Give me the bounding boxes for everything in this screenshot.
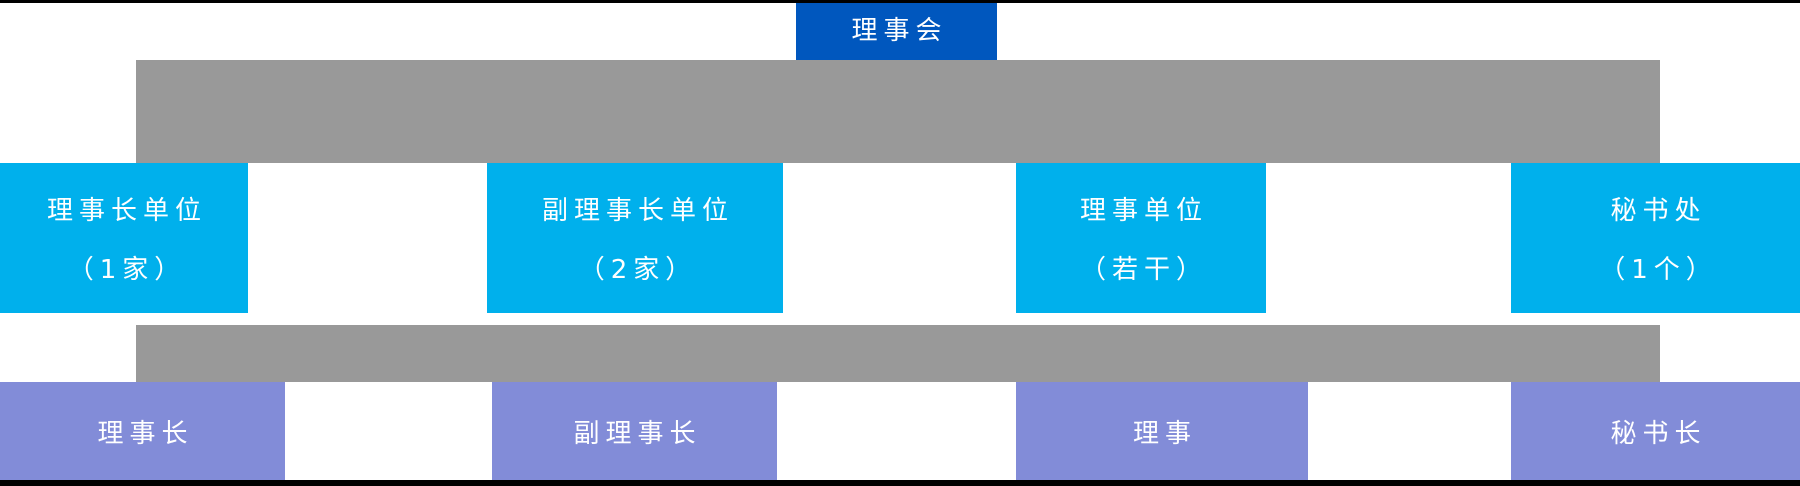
role-node-vice-chairman[interactable]: 副理事长 <box>492 382 777 480</box>
unit-node-chairman-unit[interactable]: 理事长单位 （1家） <box>0 163 248 313</box>
role-node-chairman-label: 理事长 <box>97 418 194 449</box>
unit-node-secretariat-unit-line2: （1个） <box>1599 255 1718 285</box>
role-node-secretary-general[interactable]: 秘书长 <box>1511 382 1800 480</box>
unit-node-director-unit-line2: （若干） <box>1079 255 1208 285</box>
unit-node-secretariat-unit[interactable]: 秘书处 （1个） <box>1511 163 1800 313</box>
unit-node-vice-chairman-unit[interactable]: 副理事长单位 （2家） <box>487 163 783 313</box>
bottom-edge-rule <box>0 480 1800 486</box>
unit-node-secretariat-unit-line1: 秘书处 <box>1610 196 1707 226</box>
role-node-vice-chairman-label: 副理事长 <box>573 418 702 449</box>
unit-node-vice-chairman-unit-line2: （2家） <box>578 255 698 285</box>
unit-node-chairman-unit-line1: 理事长单位 <box>46 196 207 226</box>
role-node-director-label: 理事 <box>1132 418 1197 449</box>
unit-node-director-unit[interactable]: 理事单位 （若干） <box>1016 163 1266 313</box>
role-node-secretary-general-label: 秘书长 <box>1610 418 1707 449</box>
lower-connector-bar <box>136 325 1660 382</box>
role-node-director[interactable]: 理事 <box>1016 382 1308 480</box>
unit-node-chairman-unit-line2: （1家） <box>67 255 187 285</box>
root-node-board[interactable]: 理事会 <box>796 3 997 60</box>
role-node-chairman[interactable]: 理事长 <box>0 382 285 480</box>
unit-node-director-unit-line1: 理事单位 <box>1079 196 1208 226</box>
root-node-label: 理事会 <box>851 15 948 46</box>
unit-node-vice-chairman-unit-line1: 副理事长单位 <box>541 196 734 226</box>
upper-connector-bar <box>136 60 1660 163</box>
top-edge-rule <box>0 0 1800 3</box>
